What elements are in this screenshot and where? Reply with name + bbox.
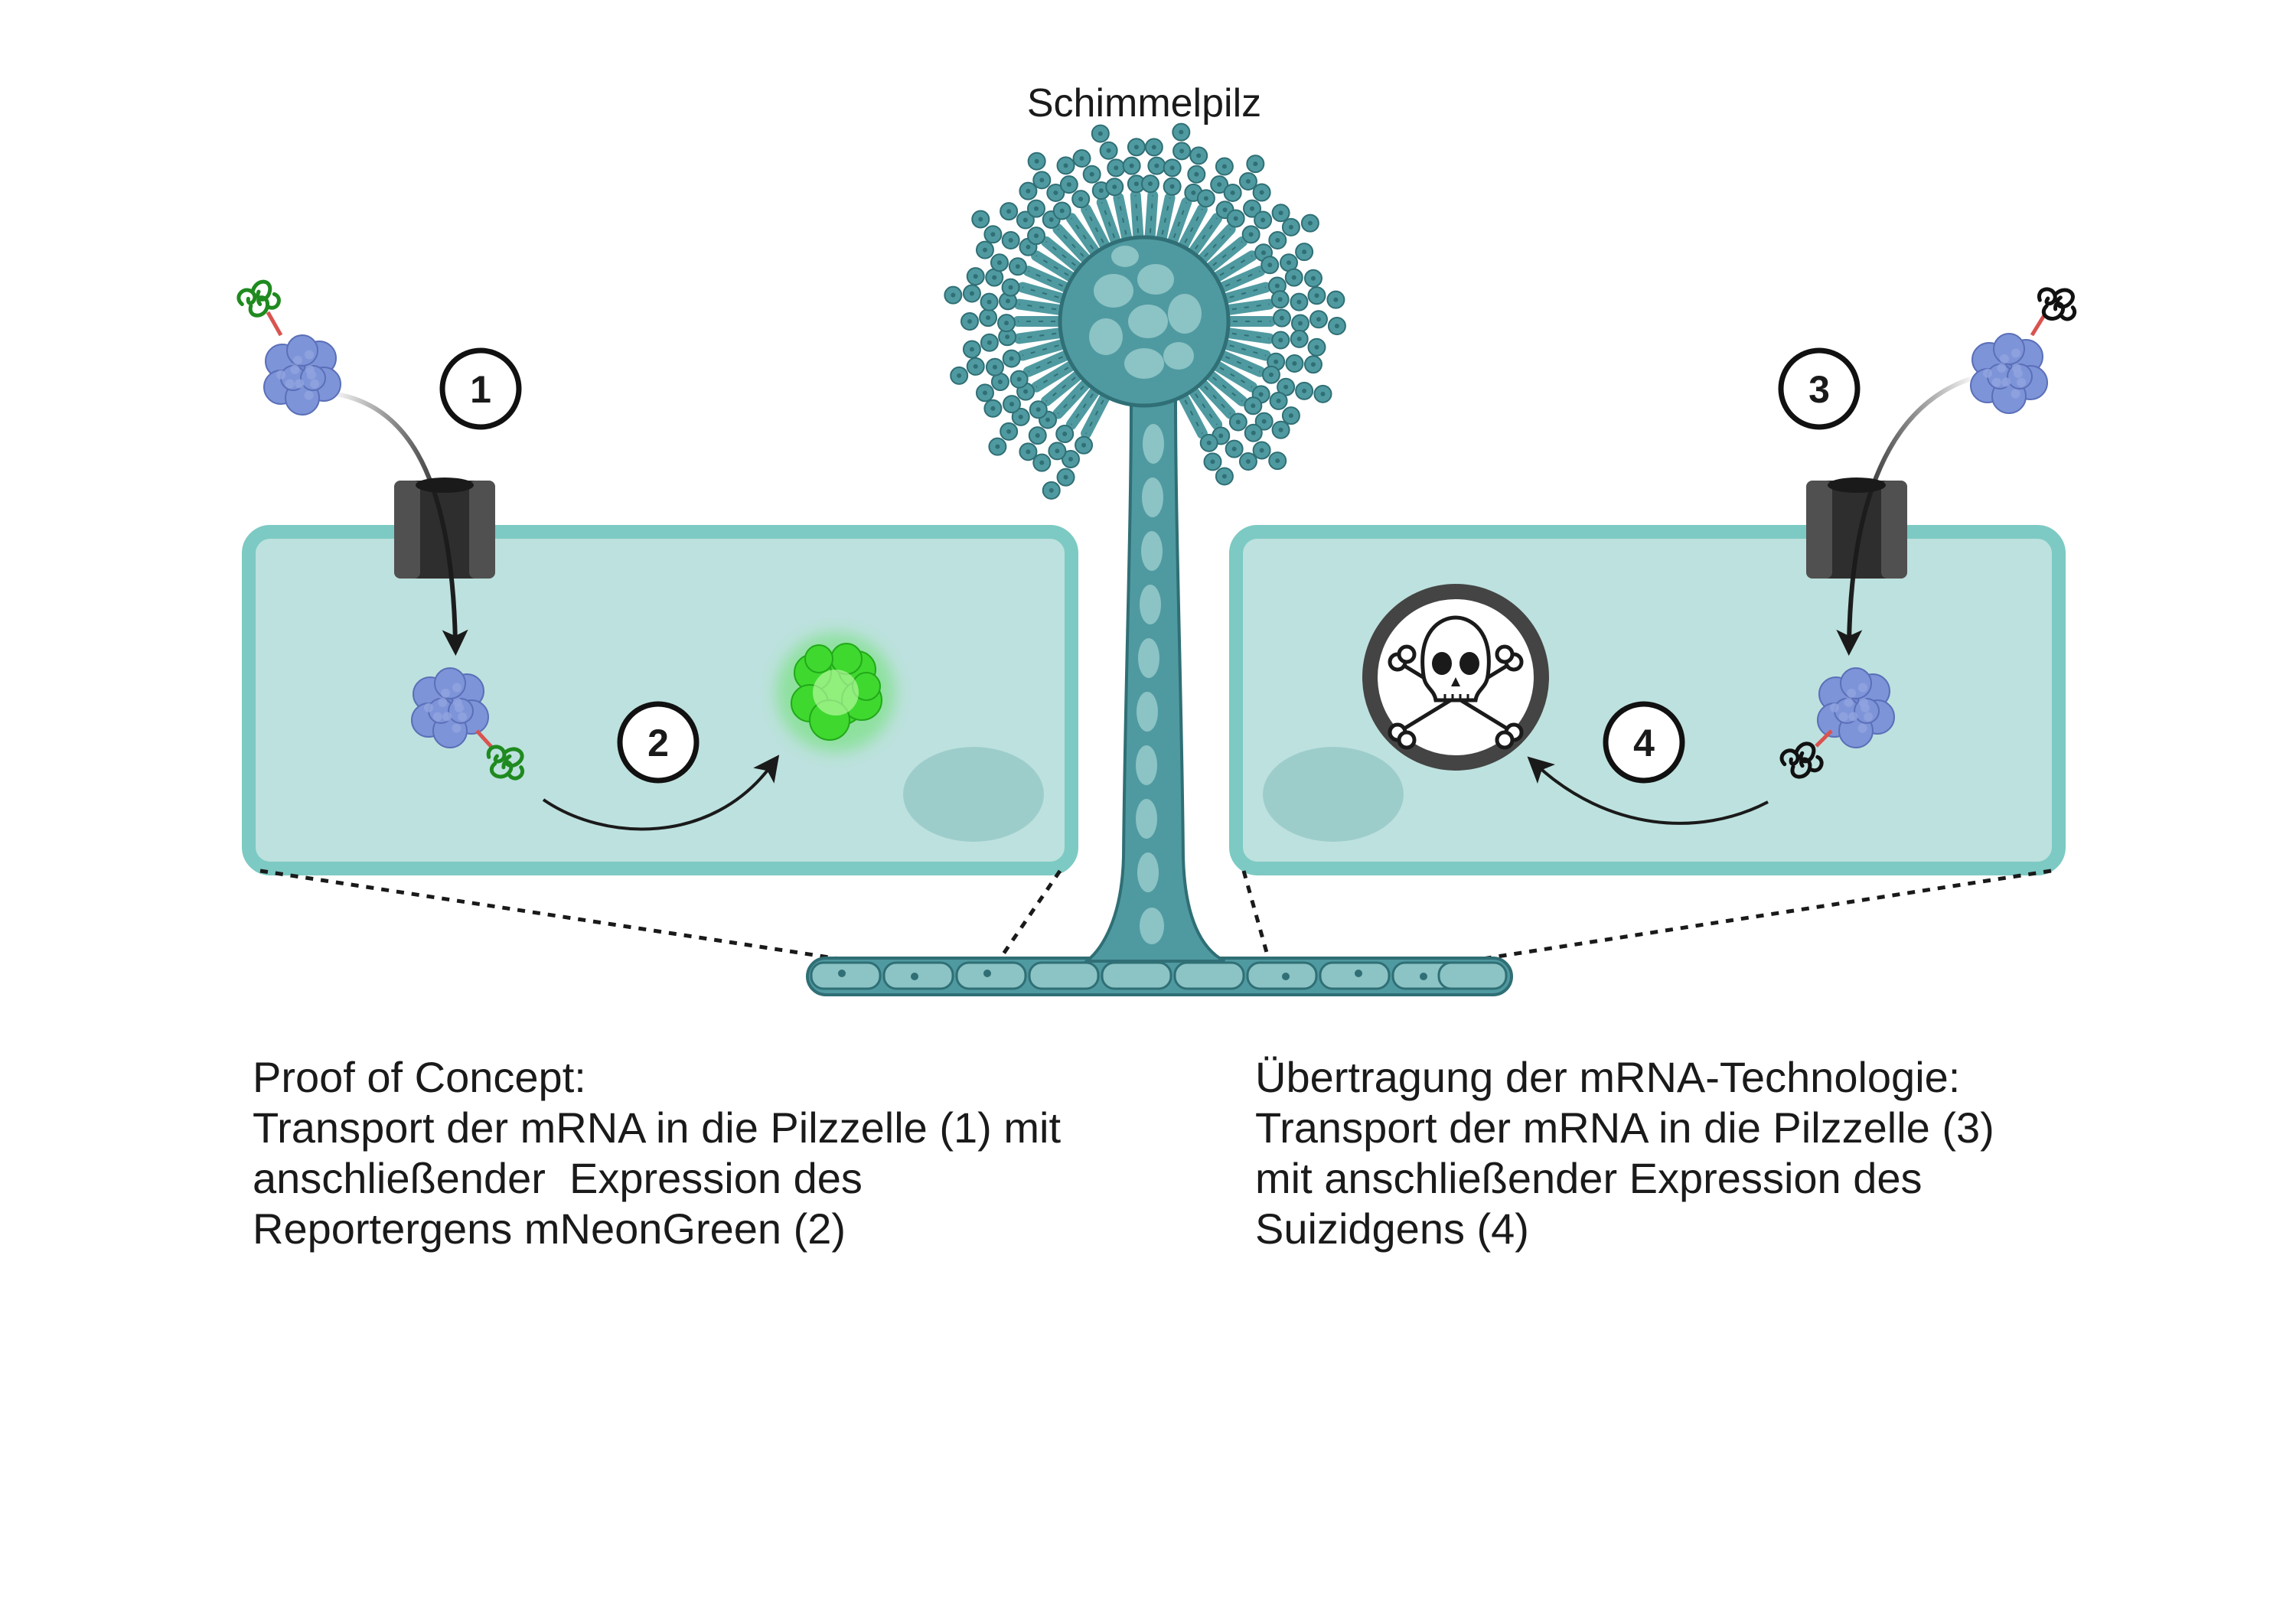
skull-crossbones-icon (1362, 584, 1549, 771)
caption-line: Reportergens mNeonGreen (2) (253, 1204, 846, 1253)
step-number: 4 (1633, 722, 1655, 764)
caption-proof-of-concept: Proof of Concept: Transport der mRNA in … (253, 1052, 1171, 1254)
caption-line: Suizidgens (4) (1255, 1204, 1529, 1253)
expression-arrow-left (542, 755, 780, 831)
transport-arrow-left (336, 392, 468, 656)
step-badge-4: 4 (1603, 701, 1685, 784)
caption-line: Übertragung der mRNA-Technologie: (1255, 1053, 1961, 1101)
nucleus-left (903, 747, 1044, 842)
mrna-strand-icon (2037, 287, 2076, 321)
ribosome-mrna-complex-outside-right (1970, 287, 2076, 414)
ribosome-icon (1817, 667, 1895, 748)
step-number: 3 (1808, 368, 1830, 411)
caption-line: mit anschließender Expression des (1255, 1154, 1923, 1202)
conidiophore-stalk (1082, 396, 1225, 963)
step-number: 1 (470, 368, 491, 411)
hypha-base (806, 957, 1513, 996)
caption-technology-transfer: Übertragung der mRNA-Technologie: Transp… (1255, 1052, 2212, 1254)
caption-line: anschließender Expression des (253, 1154, 863, 1202)
fungal-cell-right (1229, 525, 2066, 875)
step-badge-1: 1 (439, 347, 522, 430)
caption-line: Transport der mRNA in die Pilzzelle (3) (1255, 1103, 1994, 1152)
membrane-channel-icon (1806, 478, 1907, 579)
step-number: 2 (647, 722, 669, 764)
glowing-protein-icon (776, 633, 895, 752)
mrna-strand-icon (236, 279, 281, 318)
nucleus-right (1263, 747, 1404, 842)
step-badge-2: 2 (617, 701, 700, 784)
caption-line: Proof of Concept: (253, 1053, 586, 1101)
ribosome-mrna-complex-inside-left (411, 667, 524, 781)
ribosome-icon (263, 334, 341, 416)
ribosome-icon (411, 667, 489, 748)
conidiophore-head (944, 122, 1346, 500)
fungal-cell-left (242, 525, 1078, 875)
transport-arrow-right (1836, 376, 1971, 656)
ribosome-mrna-complex-outside-left (236, 279, 341, 416)
step-badge-3: 3 (1778, 347, 1861, 430)
mrna-strand-icon (486, 745, 524, 781)
mrna-strand-icon (1779, 742, 1824, 779)
caption-line: Transport der mRNA in die Pilzzelle (1) … (253, 1103, 1062, 1152)
ribosome-icon (1970, 333, 2048, 414)
ribosome-mrna-complex-inside-right (1779, 667, 1895, 779)
expression-arrow-right (1527, 756, 1769, 825)
fungus-title: Schimmelpilz (1027, 81, 1261, 125)
